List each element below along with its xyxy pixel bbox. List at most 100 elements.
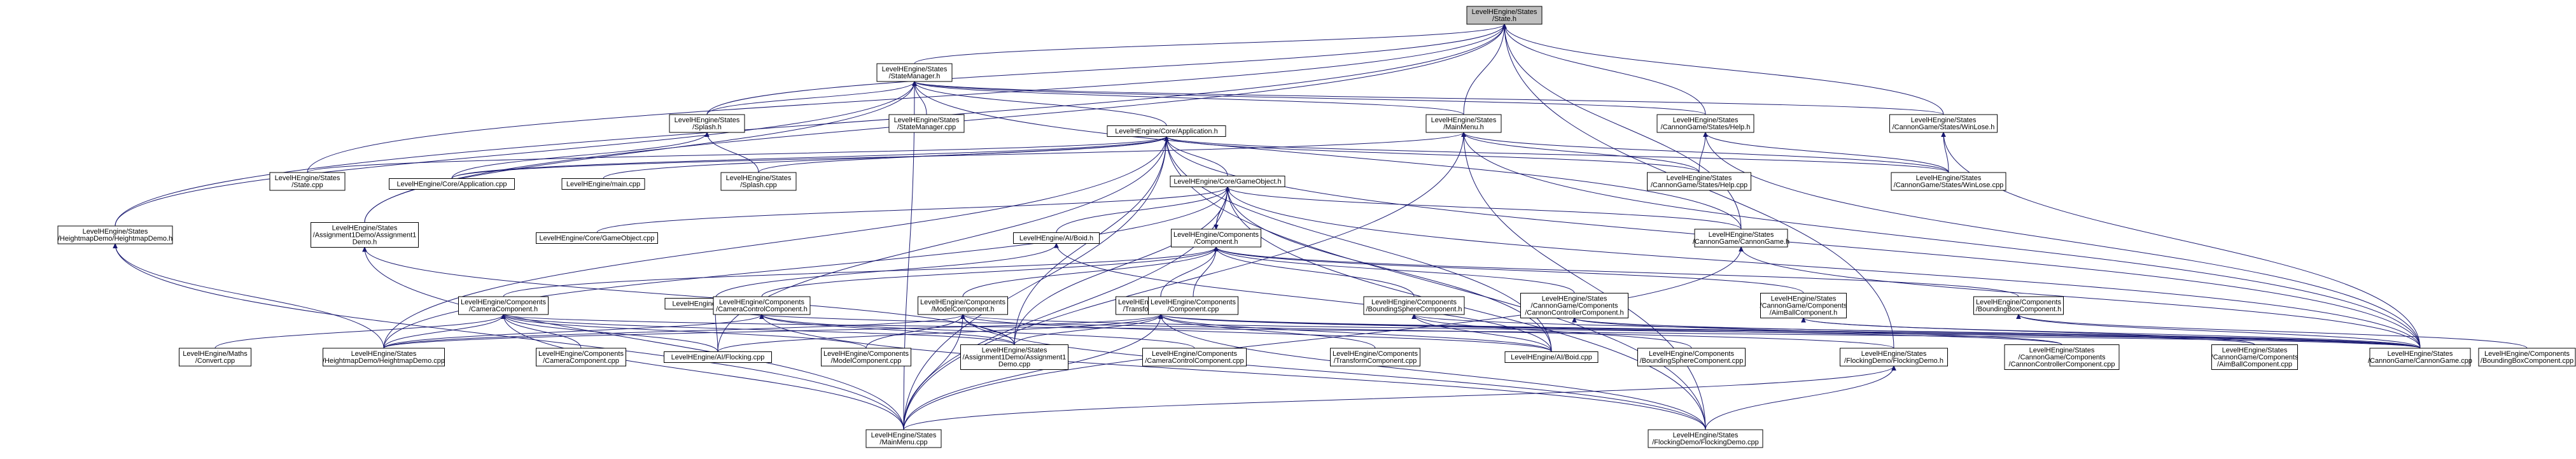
node-label: /ModelComponent.cpp	[831, 357, 902, 365]
node-flockingdemo-cpp[interactable]: LevelHEngine/States/FlockingDemo/Flockin…	[1648, 429, 1763, 448]
node-boundingsphere-h[interactable]: LevelHEngine/Components/BoundingSphereCo…	[1363, 296, 1465, 315]
node-boundingsphere-cpp[interactable]: LevelHEngine/Components/BoundingSphereCo…	[1637, 348, 1746, 367]
node-winlose-h[interactable]: LevelHEngine/States/CannonGame/States/Wi…	[1889, 114, 1998, 133]
node-cameracontrolcomponent-cpp[interactable]: LevelHEngine/Components/CameraControlCom…	[1142, 348, 1247, 367]
dependency-edge	[707, 132, 759, 173]
node-mainmenu-h[interactable]: LevelHEngine/States/MainMenu.h	[1425, 114, 1502, 133]
node-label: LevelHEngine/Components	[538, 350, 624, 358]
node-label: LevelHEngine/Components	[823, 350, 909, 358]
node-label: /Component.cpp	[1168, 306, 1219, 313]
node-box	[1013, 232, 1100, 244]
node-label: LevelHEngine/Components	[920, 299, 1005, 306]
node-statemanager-cpp[interactable]: LevelHEngine/States/StateManager.cpp	[888, 114, 965, 133]
node-assignment1demo-cpp[interactable]: LevelHEngine/States/Assignment1Demo/Assi…	[960, 344, 1068, 370]
dependency-edge	[758, 137, 1166, 173]
node-component-h[interactable]: LevelHEngine/Components/Component.h	[1171, 229, 1261, 248]
node-label: /HeightmapDemo/HeightmapDemo.h	[58, 235, 172, 243]
dependency-edge	[865, 314, 963, 349]
node-winlose-cpp[interactable]: LevelHEngine/States/CannonGame/States/Wi…	[1891, 172, 2006, 191]
node-aiflocking-cpp[interactable]: LevelHEngine/AI/Flocking.cpp	[664, 351, 772, 363]
dependency-edge	[1193, 247, 1216, 297]
node-application-h[interactable]: LevelHEngine/Core/Application.h	[1107, 125, 1226, 137]
node-gameobject-h[interactable]: LevelHEngine/Core/GameObject.h	[1170, 176, 1285, 187]
node-transformcomponent-cpp[interactable]: LevelHEngine/Components/TransformCompone…	[1330, 348, 1420, 367]
node-heightmapdemo-h[interactable]: LevelHEngine/States/HeightmapDemo/Height…	[57, 225, 173, 244]
node-label: /TransformComponent.cpp	[1334, 357, 1417, 365]
node-box	[1330, 348, 1420, 367]
node-aimball-h[interactable]: LevelHEngine/States/CannonGame/Component…	[1760, 293, 1847, 318]
node-label: LevelHEngine/States	[1771, 295, 1837, 303]
node-box	[1760, 293, 1847, 318]
node-state-cpp[interactable]: LevelHEngine/States/State.cpp	[269, 172, 346, 191]
node-label: /FlockingDemo/FlockingDemo.cpp	[1652, 439, 1759, 446]
node-heightmapdemo-cpp[interactable]: LevelHEngine/States/HeightmapDemo/Height…	[323, 348, 445, 367]
dependency-edge	[383, 314, 762, 349]
dependency-edge	[307, 24, 1504, 173]
node-label: /CannonGame/States/WinLose.h	[1893, 124, 1995, 131]
node-box	[720, 172, 797, 191]
node-label: LevelHEngine/Maths	[183, 350, 248, 358]
node-splash-h[interactable]: LevelHEngine/States/Splash.h	[669, 114, 745, 133]
dependency-edge	[115, 244, 904, 430]
dependency-edge	[1216, 247, 1415, 297]
node-aimball-cpp[interactable]: LevelHEngine/States/CannonGame/Component…	[2211, 344, 2299, 370]
node-label: LevelHEngine/States	[1709, 231, 1774, 239]
node-layer: LevelHEngine/States/State.hLevelHEngine/…	[57, 6, 2576, 448]
node-modelcomponent-h[interactable]: LevelHEngine/Components/ModelComponent.h	[918, 296, 1008, 315]
node-label: /Splash.cpp	[740, 181, 776, 189]
node-help-cpp[interactable]: LevelHEngine/States/CannonGame/States/He…	[1647, 172, 1751, 191]
node-statemanager-h[interactable]: LevelHEngine/States/StateManager.h	[876, 63, 953, 82]
node-box	[664, 351, 772, 363]
dependency-edge	[963, 314, 2421, 349]
node-cameracomponent-h[interactable]: LevelHEngine/Components/CameraComponent.…	[458, 296, 549, 315]
node-cannoncontroller-cpp[interactable]: LevelHEngine/States/CannonGame/Component…	[2004, 344, 2120, 370]
node-mainmenu-cpp[interactable]: LevelHEngine/States/MainMenu.cpp	[865, 429, 942, 448]
node-label: LevelHEngine/States	[871, 432, 937, 439]
node-component-cpp[interactable]: LevelHEngine/Components/Component.cpp	[1148, 296, 1238, 315]
node-box	[960, 344, 1068, 370]
dependency-edge	[963, 314, 1552, 352]
node-label: /Component.h	[1194, 238, 1238, 246]
node-box	[1425, 114, 1502, 133]
node-application-cpp[interactable]: LevelHEngine/Core/Application.cpp	[389, 178, 515, 190]
node-boundingbox-h[interactable]: LevelHEngine/Components/BoundingBoxCompo…	[1973, 296, 2064, 315]
dependency-edge	[1228, 187, 1742, 230]
node-label: /CannonGame/States/Help.cpp	[1651, 181, 1747, 189]
node-maths-convert-cpp[interactable]: LevelHEngine/Maths/Convert.cpp	[179, 348, 251, 367]
dependency-edge	[1705, 366, 1894, 430]
dependency-edge	[1216, 247, 1575, 293]
node-label: /CameraComponent.cpp	[543, 357, 619, 365]
node-box	[269, 172, 346, 191]
node-cameracomponent-cpp[interactable]: LevelHEngine/Components/CameraComponent.…	[536, 348, 626, 367]
dependency-edge	[115, 244, 384, 349]
node-assignment1demo-h[interactable]: LevelHEngine/States/Assignment1Demo/Assi…	[311, 222, 419, 248]
node-aiboid-h[interactable]: LevelHEngine/AI/Boid.h	[1013, 232, 1100, 244]
node-box	[876, 63, 953, 82]
node-cameracontrolcomponent-h[interactable]: LevelHEngine/Components/CameraControlCom…	[713, 296, 811, 315]
node-label: /HeightmapDemo/HeightmapDemo.cpp	[323, 357, 445, 365]
node-gameobject-cpp[interactable]: LevelHEngine/Core/GameObject.cpp	[536, 232, 658, 244]
dependency-edge	[1014, 314, 1161, 345]
node-label: LevelHEngine/States	[1916, 174, 1982, 182]
node-modelcomponent-cpp[interactable]: LevelHEngine/Components/ModelComponent.c…	[821, 348, 911, 367]
dependency-edge	[214, 314, 503, 349]
node-boundingbox-cpp[interactable]: LevelHEngine/Components/BoundingBoxCompo…	[2478, 348, 2576, 367]
node-help-h[interactable]: LevelHEngine/States/CannonGame/States/He…	[1656, 114, 1754, 133]
node-label: LevelHEngine/Components	[1151, 299, 1236, 306]
node-aiboid-cpp[interactable]: LevelHEngine/AI/Boid.cpp	[1504, 351, 1599, 363]
node-label: /StateManager.cpp	[897, 124, 956, 131]
dependency-edge	[1464, 132, 2421, 349]
dependency-edge	[1414, 314, 1692, 349]
node-box	[536, 232, 658, 244]
dependency-edge	[1166, 137, 1228, 176]
node-main-cpp[interactable]: LevelHEngine/main.cpp	[561, 178, 645, 190]
node-cannoncontroller-h[interactable]: LevelHEngine/States/CannonGame/Component…	[1520, 293, 1628, 318]
node-splash-cpp[interactable]: LevelHEngine/States/Splash.cpp	[720, 172, 797, 191]
dependency-edge	[762, 314, 1706, 430]
node-cannongame-cpp[interactable]: LevelHEngine/States/CannonGame/CannonGam…	[2368, 348, 2472, 367]
node-flockingdemo-h[interactable]: LevelHEngine/States/FlockingDemo/Flockin…	[1840, 348, 1948, 367]
node-box	[1656, 114, 1754, 133]
dependency-edge	[503, 314, 2421, 349]
node-cannongame-h[interactable]: LevelHEngine/States/CannonGame/CannonGam…	[1693, 229, 1789, 248]
dependency-edge	[914, 81, 927, 115]
